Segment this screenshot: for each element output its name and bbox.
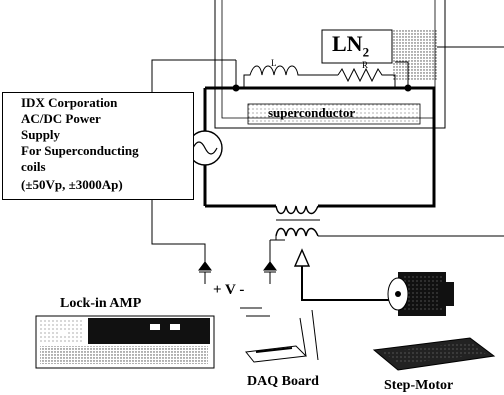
supply-line-1: IDX Corporation: [21, 95, 118, 110]
cryostat-dewar: [214, 0, 446, 129]
superconductor-label: superconductor: [268, 105, 356, 120]
ln2-subscript: 2: [362, 44, 370, 60]
probe-wire-left: [151, 59, 236, 262]
inductor-L: [243, 65, 338, 88]
daq-label: DAQ Board: [247, 374, 319, 389]
daq-board-device: [240, 307, 319, 363]
ln2-label: LN2: [332, 31, 369, 60]
motor-label: Step-Motor: [384, 378, 454, 393]
inductor-label: L: [271, 58, 277, 68]
supply-line-5: coils: [21, 159, 46, 174]
probe-arrow-left: [198, 261, 212, 273]
superconductor-sample: [247, 103, 421, 125]
lockin-amp-device: [35, 315, 215, 369]
ln2-label-box: [321, 29, 393, 64]
supply-line-6: (±50Vp, ±3000Ap): [21, 177, 123, 192]
supply-line-2: AC/DC Power: [21, 111, 101, 126]
motion-arrow: [301, 258, 390, 301]
ln2-main: LN: [332, 31, 363, 56]
ln2-shading: [392, 30, 437, 80]
transformer-primary: [275, 205, 319, 215]
supply-line-4: For Superconducting: [21, 143, 139, 158]
supply-line-3: Supply: [21, 127, 61, 142]
resistor-label: R: [362, 60, 369, 70]
voltage-v: V: [225, 282, 236, 298]
probe-arrow-right: [263, 261, 277, 273]
main-circuit-loop: [205, 86, 436, 208]
step-motor-device: [372, 272, 496, 371]
power-supply-box: IDX Corporation AC/DC Power Supply For S…: [2, 92, 194, 200]
resistor-R: [337, 67, 396, 88]
voltage-minus: -: [239, 282, 245, 298]
lockin-label: Lock-in AMP: [60, 296, 142, 311]
transformer-secondary: [275, 227, 319, 237]
voltage-plus: +: [213, 282, 222, 298]
voltage-probe-label: + V -: [213, 282, 244, 299]
